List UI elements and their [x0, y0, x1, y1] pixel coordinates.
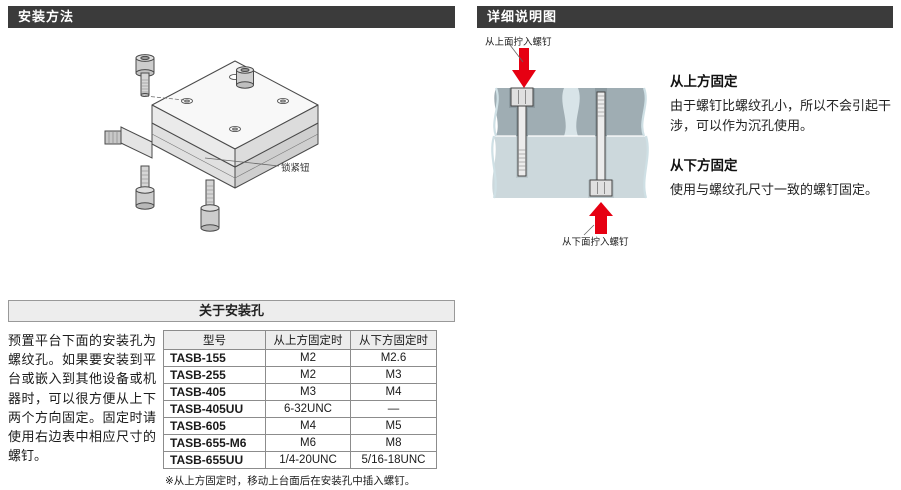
bottom-thread-cell: M2.6 — [350, 349, 437, 367]
break-lines — [491, 87, 649, 199]
install-section-header: 安装方法 — [8, 6, 455, 28]
note-fix-from-bottom-heading: 从下方固定 — [670, 158, 738, 173]
top-thread-cell: M3 — [265, 383, 351, 401]
col-header-fix-from-top: 从上方固定时 — [265, 330, 351, 350]
arrow-up-icon — [589, 202, 613, 234]
model-cell: TASB-655UU — [163, 451, 266, 469]
bottom-thread-cell: M8 — [350, 434, 437, 452]
lock-knob-label: 锁紧钮 — [281, 163, 310, 174]
table-header-row: 型号 从上方固定时 从下方固定时 — [163, 330, 437, 350]
note-fix-from-top-body: 由于螺钉比螺纹孔小，所以不会引起干涉，可以作为沉孔使用。 — [670, 98, 892, 133]
stage-isometric-drawing-icon — [104, 54, 319, 232]
model-cell: TASB-405UU — [163, 400, 266, 418]
mounting-holes-table: 型号 从上方固定时 从下方固定时 TASB-155 M2 M2.6 TASB-2… — [163, 330, 437, 469]
col-header-fix-from-bottom: 从下方固定时 — [350, 330, 437, 350]
model-cell: TASB-255 — [163, 366, 266, 384]
note-fix-from-top-heading: 从上方固定 — [670, 74, 738, 89]
table-footnote: ※从上方固定时，移动上台面后在安装孔中插入螺钉。 — [165, 475, 416, 487]
exploded-screw-top-icon — [135, 54, 185, 101]
screw-from-top-label: 从上面拧入螺钉 — [485, 37, 552, 48]
installation-exploded-diagram: 锁紧钮 — [95, 30, 355, 280]
lock-knob-icon — [104, 126, 153, 159]
lower-plate-section — [492, 136, 648, 198]
screw-in-plate-icon — [236, 66, 254, 89]
top-thread-cell: M6 — [265, 434, 351, 452]
stage-base-block — [151, 122, 319, 189]
exploded-screw-bottom-left-icon — [135, 165, 155, 210]
bottom-thread-cell: M5 — [350, 417, 437, 435]
table-row: TASB-405UU 6-32UNC — — [163, 400, 437, 418]
table-row: TASB-255 M2 M3 — [163, 366, 437, 384]
holes-description: 预置平台下面的安装孔为螺纹孔。如果要安装到平台或嵌入到其他设备或机器时，可以很方… — [8, 333, 156, 464]
holes-section-header: 关于安装孔 — [8, 300, 455, 322]
top-thread-cell: 1/4-20UNC — [265, 451, 351, 469]
model-cell: TASB-655-M6 — [163, 434, 266, 452]
top-thread-cell: M2 — [265, 349, 351, 367]
screw-from-bottom-label: 从下面拧入螺钉 — [562, 237, 629, 248]
bottom-label-leader-line — [583, 224, 595, 236]
table-row: TASB-605 M4 M5 — [163, 417, 437, 435]
top-thread-cell: M2 — [265, 366, 351, 384]
bottom-thread-cell: — — [350, 400, 437, 418]
screw-from-top-icon — [509, 87, 535, 178]
table-row: TASB-405 M3 M4 — [163, 383, 437, 401]
table-row: TASB-655-M6 M6 M8 — [163, 434, 437, 452]
lock-knob-leader-line — [204, 157, 280, 167]
detail-section-header: 详细说明图 — [477, 6, 893, 28]
screw-from-bottom-icon — [588, 88, 614, 198]
model-cell: TASB-155 — [163, 349, 266, 367]
cross-section-diagram: 从上面拧入螺钉 从下面拧入螺钉 — [480, 28, 680, 248]
bottom-thread-cell: 5/16-18UNC — [350, 451, 437, 469]
bottom-thread-cell: M3 — [350, 366, 437, 384]
note-fix-from-bottom-body: 使用与螺纹孔尺寸一致的螺钉固定。 — [670, 182, 879, 197]
arrow-down-icon — [512, 48, 536, 88]
top-thread-cell: M4 — [265, 417, 351, 435]
model-cell: TASB-405 — [163, 383, 266, 401]
exploded-screw-bottom-center-icon — [200, 179, 220, 232]
model-cell: TASB-605 — [163, 417, 266, 435]
top-thread-cell: 6-32UNC — [265, 400, 351, 418]
top-label-leader-line — [509, 44, 524, 63]
table-row: TASB-655UU 1/4-20UNC 5/16-18UNC — [163, 451, 437, 469]
col-header-model: 型号 — [163, 330, 266, 350]
cross-section-drawing-icon — [491, 44, 649, 236]
table-row: TASB-155 M2 M2.6 — [163, 349, 437, 367]
detail-notes: 从上方固定 由于螺钉比螺纹孔小，所以不会引起干涉，可以作为沉孔使用。 从下方固定… — [670, 70, 892, 218]
bottom-thread-cell: M4 — [350, 383, 437, 401]
